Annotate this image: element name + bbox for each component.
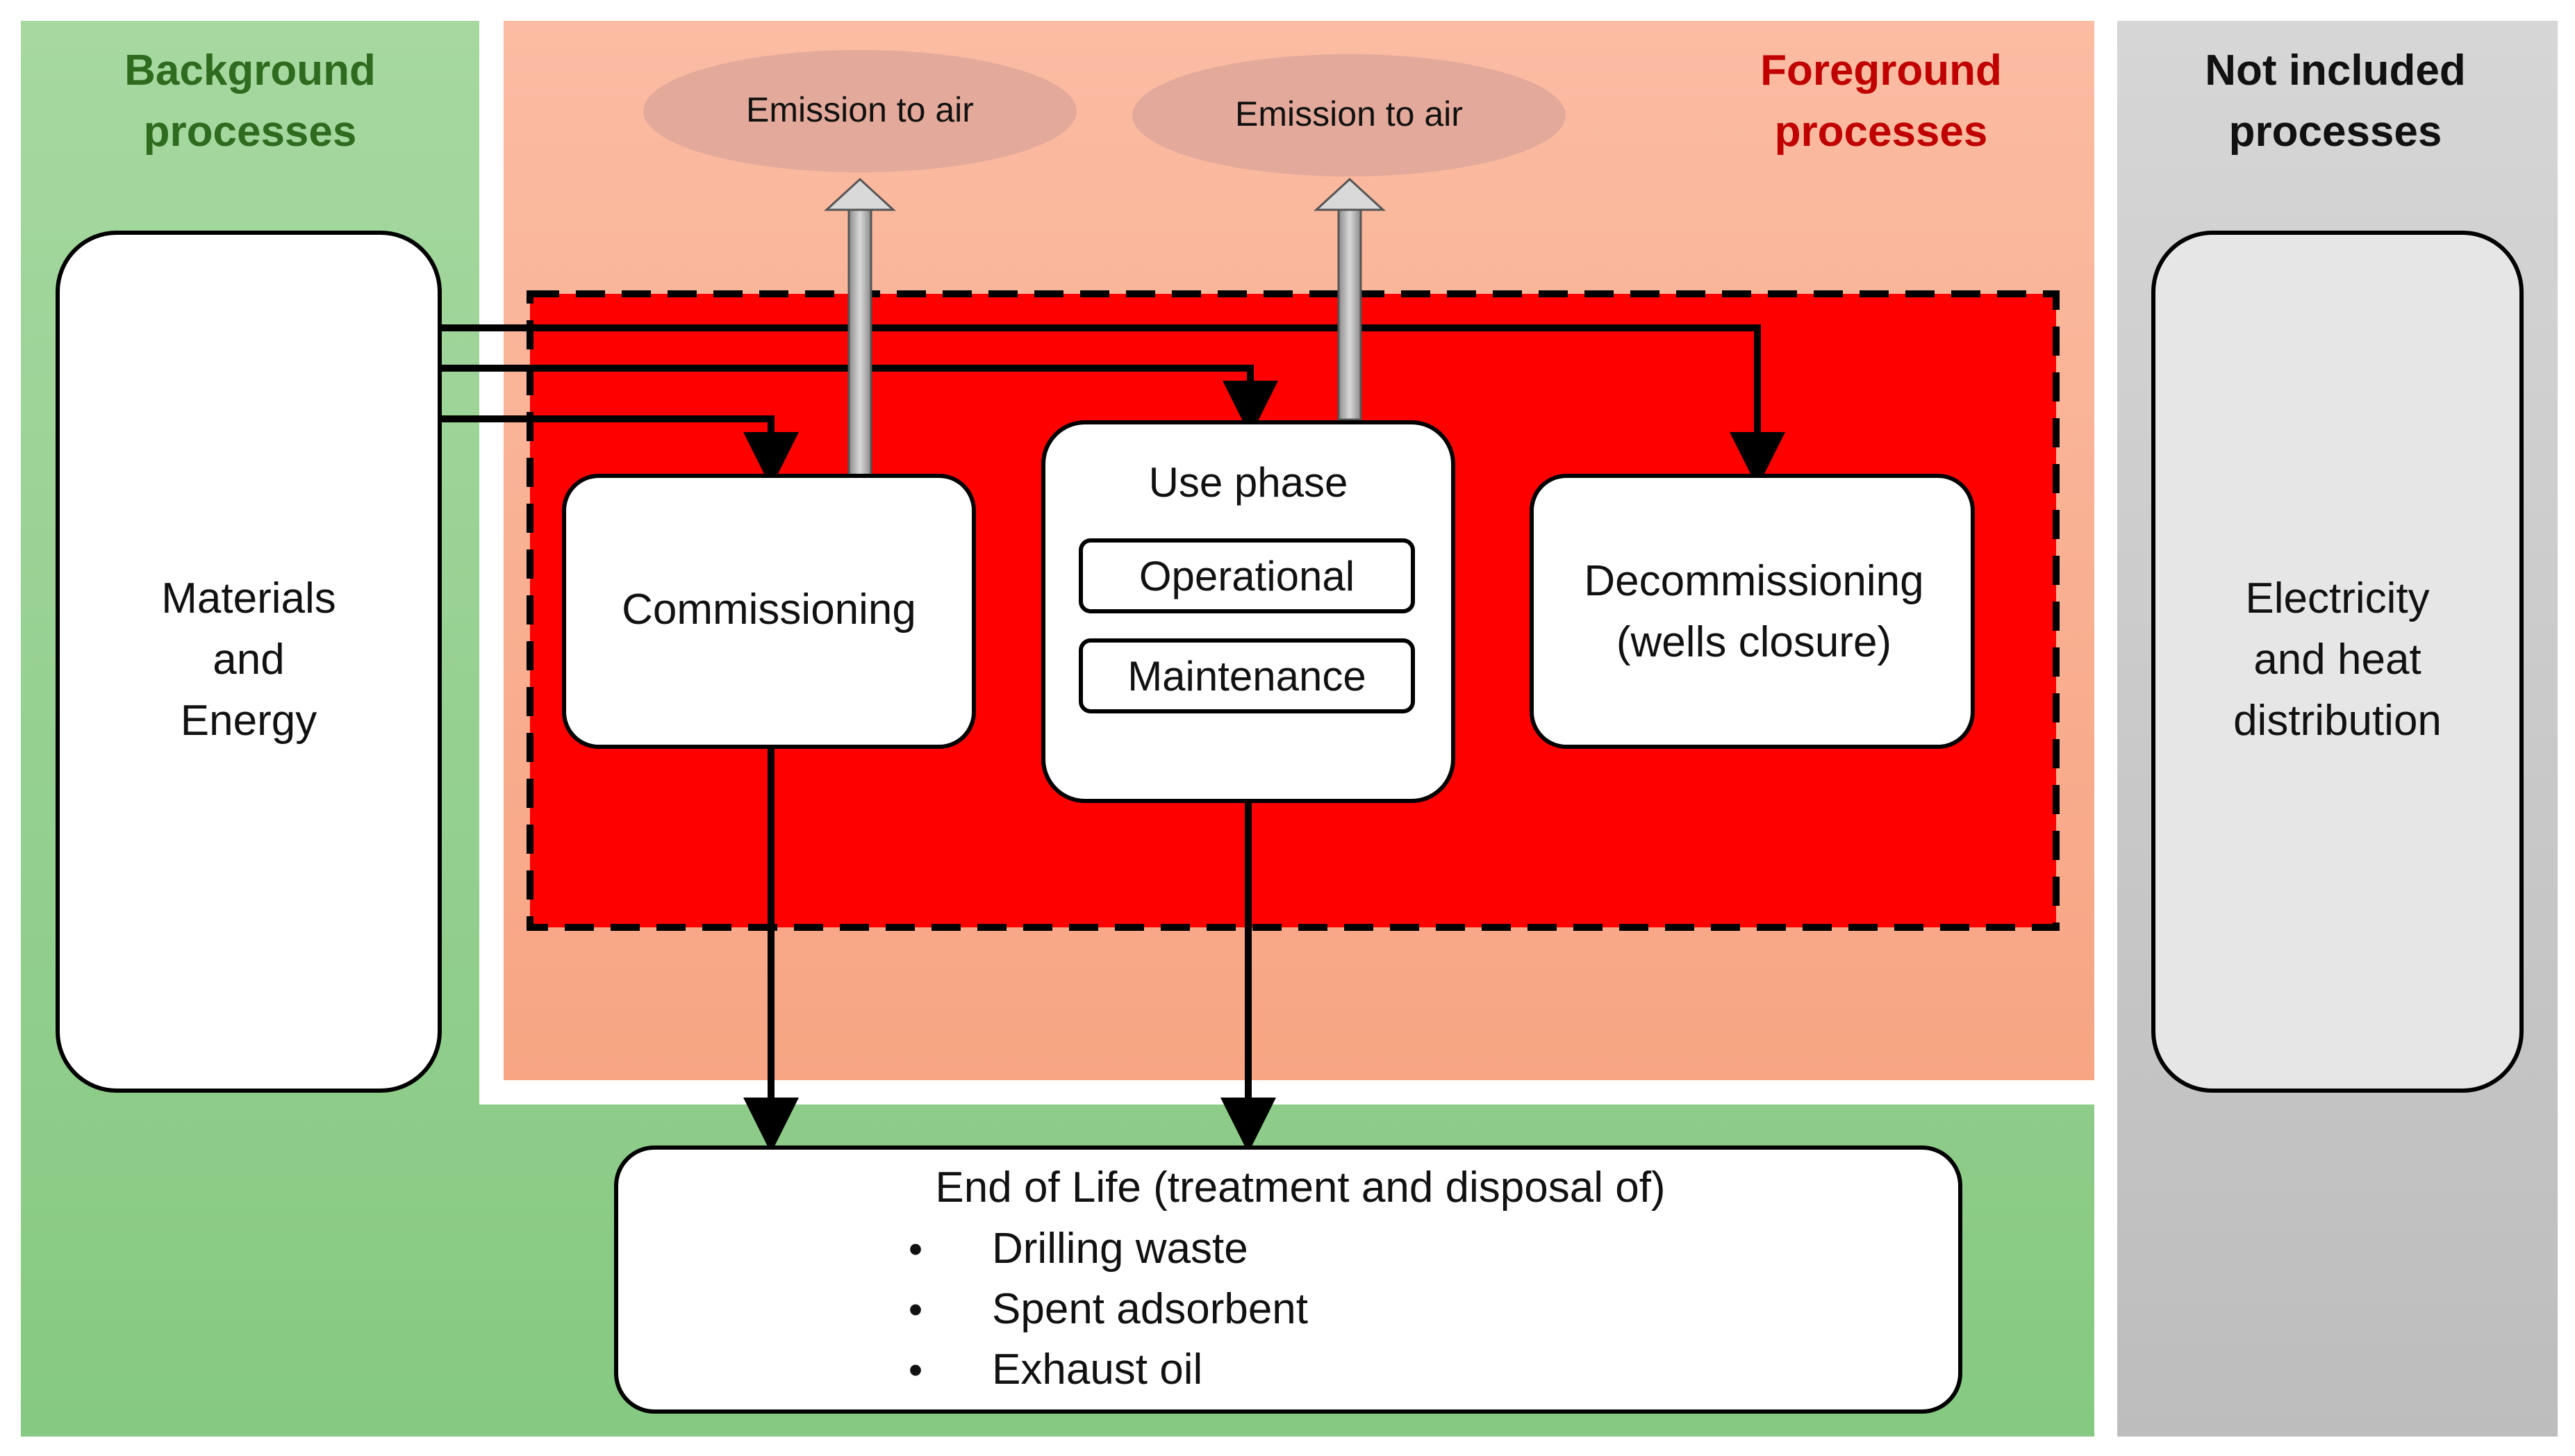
emission-ellipse-2	[1132, 54, 1566, 176]
use-phase-title: Use phase	[1149, 459, 1348, 506]
materials-line1: Materials	[161, 574, 336, 622]
foreground-title-line2: processes	[1775, 108, 1988, 156]
maintenance-label: Maintenance	[1127, 653, 1366, 700]
decommissioning-line1: Decommissioning	[1584, 557, 1923, 605]
decommissioning-box	[1530, 474, 1975, 749]
bullet-1: •	[909, 1227, 922, 1272]
not-included-title-line2: processes	[2229, 108, 2442, 156]
electricity-line3: distribution	[2233, 697, 2442, 745]
emission-arrow-2	[1314, 177, 1386, 421]
end-of-life-title: End of Life (treatment and disposal of)	[935, 1164, 1665, 1211]
end-of-life-item-3: Exhaust oil	[992, 1346, 1202, 1393]
emission-label-1: Emission to air	[746, 90, 974, 129]
decommissioning-line2: (wells closure)	[1616, 618, 1891, 666]
electricity-heat-box	[2151, 231, 2524, 1093]
end-of-life-item-2: Spent adsorbent	[992, 1285, 1308, 1333]
materials-line3: Energy	[181, 697, 317, 745]
flow-to-commissioning	[440, 415, 799, 488]
electricity-line1: Electricity	[2245, 574, 2429, 622]
emission-label-2: Emission to air	[1235, 94, 1463, 133]
emission-ellipse-1	[643, 50, 1077, 172]
not-included-title: Not included	[2205, 47, 2465, 94]
background-title: Background	[124, 47, 376, 94]
operational-label: Operational	[1139, 553, 1355, 599]
background-title-line2: processes	[144, 108, 357, 156]
foreground-title: Foreground	[1760, 47, 2002, 94]
materials-line2: and	[213, 636, 284, 684]
maintenance-box	[1079, 638, 1415, 713]
flow-to-use-phase	[440, 365, 1278, 436]
commissioning-label: Commissioning	[622, 586, 916, 634]
emission-arrow-1	[824, 177, 896, 481]
materials-energy-box	[56, 231, 442, 1093]
operational-box	[1079, 538, 1415, 613]
electricity-line2: and heat	[2253, 636, 2421, 684]
flow-to-decommissioning	[440, 324, 1785, 488]
end-of-life-item-1: Drilling waste	[992, 1225, 1248, 1273]
bullet-2: •	[909, 1287, 922, 1332]
end-of-life-box	[614, 1145, 1962, 1414]
bullet-3: •	[909, 1348, 922, 1393]
